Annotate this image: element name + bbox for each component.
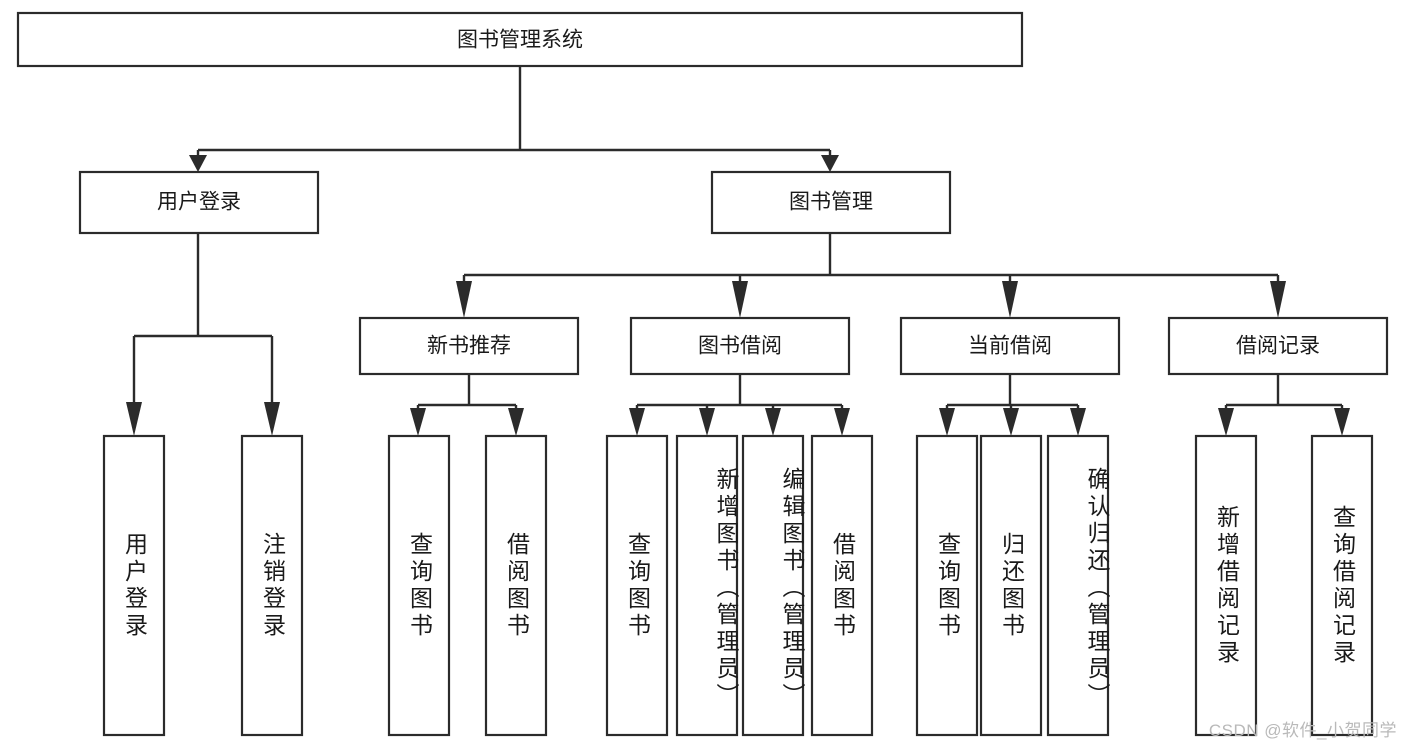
arrow-to-leaf-borrow-query <box>629 408 645 436</box>
leaf-borrow-add-box[interactable] <box>675 434 739 737</box>
node-book-management-label: 图书管理 <box>789 191 873 214</box>
arrow-to-leaf-newbook-query <box>410 408 426 436</box>
leaf-borrow-query-box[interactable] <box>605 434 669 737</box>
arrow-to-leaf-user-login <box>126 402 142 436</box>
node-book-borrow-box[interactable] <box>629 316 851 376</box>
arrow-to-leaf-logout <box>264 402 280 436</box>
node-new-book-label: 新书推荐 <box>427 335 511 358</box>
leaf-current-query-box[interactable] <box>915 434 979 737</box>
arrow-to-records <box>1270 281 1286 318</box>
leaf-logout-box[interactable] <box>240 434 304 737</box>
leaf-records-add-box[interactable] <box>1194 434 1258 737</box>
arrow-to-leaf-borrow-edit <box>765 408 781 436</box>
arrow-to-leaf-borrow-borrow <box>834 408 850 436</box>
leaf-borrow-borrow-box[interactable] <box>810 434 874 737</box>
node-root-label: 图书管理系统 <box>457 29 583 52</box>
leaf-borrow-edit-box[interactable] <box>741 434 805 737</box>
leaf-user-login-box[interactable] <box>102 434 166 737</box>
arrow-to-current <box>1002 281 1018 318</box>
node-root-box[interactable] <box>16 11 1024 68</box>
node-borrow-records-box[interactable] <box>1167 316 1389 376</box>
nodes: 图书管理系统 用户登录 图书管理 新书推荐 图书借阅 当前借阅 借阅记录 <box>16 11 1389 737</box>
arrow-to-leaf-current-confirm <box>1070 408 1086 436</box>
arrow-to-leaf-records-query <box>1334 408 1350 436</box>
arrow-to-book-mgmt <box>821 155 839 172</box>
arrow-to-leaf-borrow-add <box>699 408 715 436</box>
arrow-to-leaf-newbook-borrow <box>508 408 524 436</box>
arrow-to-leaf-current-query <box>939 408 955 436</box>
node-book-borrow-label: 图书借阅 <box>698 335 782 358</box>
leaf-newbook-query-box[interactable] <box>387 434 451 737</box>
leaf-current-confirm-box[interactable] <box>1046 434 1110 737</box>
node-current-borrow-label: 当前借阅 <box>968 335 1052 358</box>
arrow-to-leaf-records-add <box>1218 408 1234 436</box>
node-borrow-records-label: 借阅记录 <box>1236 335 1320 358</box>
connectors <box>126 66 1350 436</box>
arrow-to-leaf-current-return <box>1003 408 1019 436</box>
node-current-borrow-box[interactable] <box>899 316 1121 376</box>
leaf-records-query-box[interactable] <box>1310 434 1374 737</box>
node-new-book-box[interactable] <box>358 316 580 376</box>
csdn-watermark: CSDN @软件_小贺同学 <box>1208 721 1397 740</box>
node-user-login-label: 用户登录 <box>157 191 241 214</box>
leaf-current-return-box[interactable] <box>979 434 1043 737</box>
arrow-to-new-book <box>456 281 472 318</box>
arrow-to-user-login <box>189 155 207 172</box>
leaf-newbook-borrow-box[interactable] <box>484 434 548 737</box>
node-book-management-box[interactable] <box>710 170 952 235</box>
node-user-login-box[interactable] <box>78 170 320 235</box>
arrow-to-borrow <box>732 281 748 318</box>
